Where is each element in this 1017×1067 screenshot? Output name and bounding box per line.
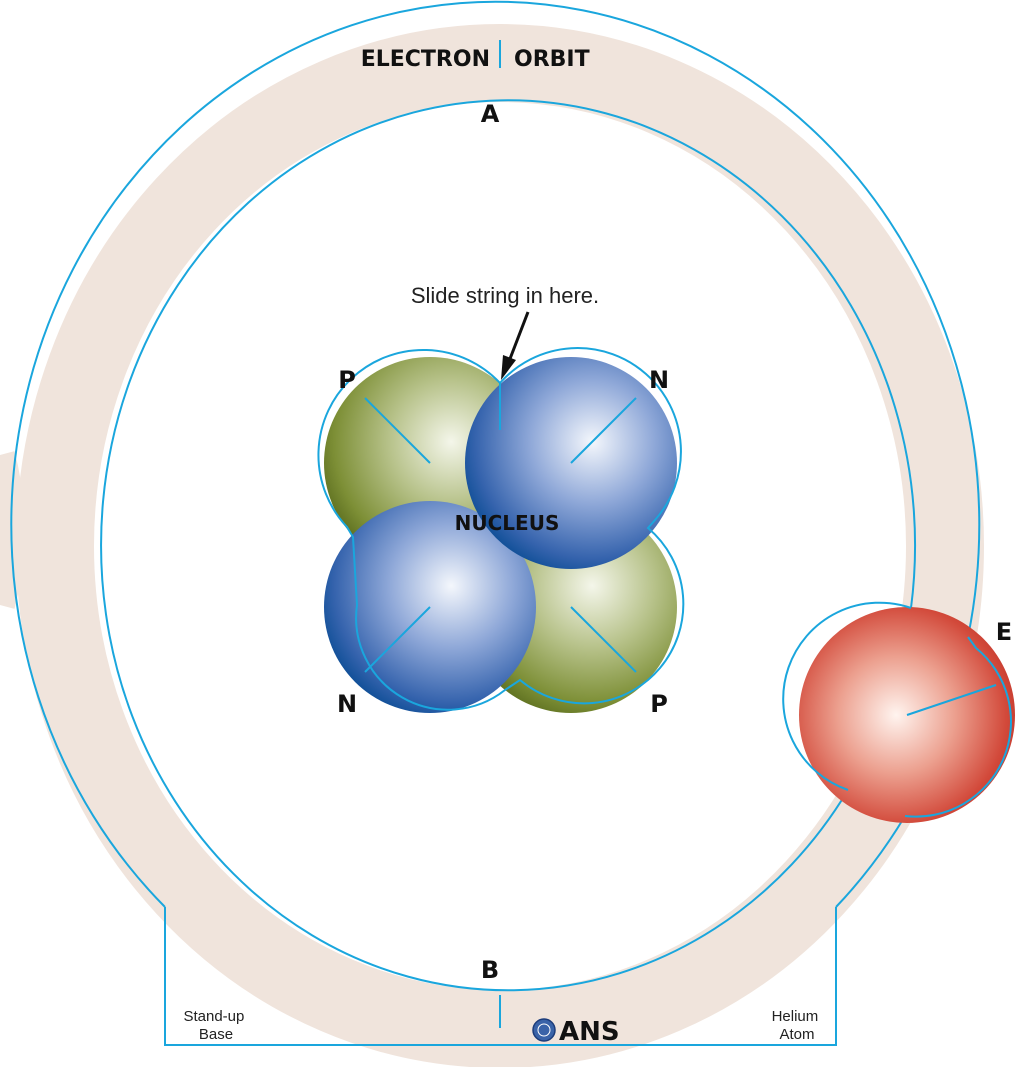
orbit-outer-cut-line-2 xyxy=(835,815,906,908)
point-a-label: A xyxy=(481,100,500,128)
instruction-text: Slide string in here. xyxy=(411,283,599,308)
point-b-label: B xyxy=(481,956,499,984)
neutron-bl-radius xyxy=(364,606,431,673)
electron-radius xyxy=(906,684,997,716)
ans-logo: ANS xyxy=(532,1017,620,1047)
particle-label-p-top-left: P xyxy=(338,366,356,394)
neutron-tr-radius xyxy=(570,397,637,464)
proton-tl-radius xyxy=(364,397,431,464)
string-arrow xyxy=(501,311,530,380)
base-left-line2: Base xyxy=(199,1026,233,1043)
base-left-line1: Stand-up xyxy=(183,1008,244,1025)
base-right-label: Helium Atom xyxy=(772,1008,823,1043)
nucleus-cut-outline xyxy=(317,347,685,711)
electron-cut-outline-right xyxy=(904,636,1012,818)
nucleus-label: NUCLEUS xyxy=(455,511,560,535)
particle-label-p-bottom-right: P xyxy=(650,690,668,718)
neighbor-ring-edge xyxy=(0,451,25,609)
orbit-outer-cut-line xyxy=(10,0,981,908)
proton-br-radius xyxy=(570,606,637,673)
stand-up-base-outline xyxy=(164,907,837,1046)
base-left-label: Stand-up Base xyxy=(183,1008,248,1043)
electron-label: E xyxy=(996,618,1012,646)
particle-label-n-bottom-left: N xyxy=(337,690,357,718)
electron xyxy=(782,601,1015,823)
orbit-label-orbit: ORBIT xyxy=(514,47,590,72)
nucleus xyxy=(317,347,685,713)
particle-label-n-top-right: N xyxy=(649,366,669,394)
orbit-inner-cut-line xyxy=(100,99,917,992)
ans-seal-icon xyxy=(532,1018,556,1042)
electron-cut-outline xyxy=(782,601,912,791)
base-right-line1: Helium xyxy=(772,1008,819,1025)
ans-logo-text: ANS xyxy=(559,1017,620,1047)
base-right-line2: Atom xyxy=(779,1026,814,1043)
orbit-label-electron: ELECTRON xyxy=(361,47,490,72)
